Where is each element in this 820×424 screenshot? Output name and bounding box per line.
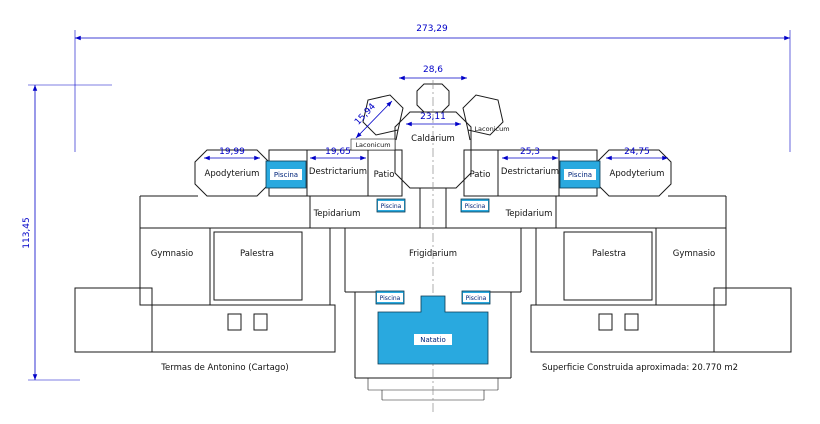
pool-label-piscina-mid-right: Piscina <box>465 203 486 210</box>
dim-label-destrictarium-left: 19,65 <box>325 147 351 157</box>
area-note: Superficie Construida aproximada: 20.770… <box>542 363 738 373</box>
dim-label-caldarium-width: 23,11 <box>420 112 446 122</box>
room-label-destrictarium-left: Destrictarium <box>309 167 367 177</box>
room-label-palestra-left: Palestra <box>240 249 274 259</box>
room-label-palestra-right: Palestra <box>592 249 626 259</box>
pool-label-piscina-lower-right: Piscina <box>466 295 487 302</box>
room-label-caldarium: Caldarium <box>411 134 455 144</box>
pool-label-piscina-upper-left: Piscina <box>274 171 298 179</box>
room-label-patio-right: Patio <box>470 170 491 180</box>
room-label-gymnasio-left: Gymnasio <box>151 249 193 259</box>
room-label-destrictarium-right: Destrictarium <box>501 167 559 177</box>
room-label-frigidarium: Frigidarium <box>409 249 457 259</box>
dim-label-laconicum-diagonal: 15,94 <box>353 102 378 128</box>
dim-label-destrictarium-right: 25,3 <box>520 147 540 157</box>
dimension-top-outer: 28,6 <box>399 65 467 81</box>
room-label-gymnasio-right: Gymnasio <box>673 249 715 259</box>
pool-label-piscina-upper-right: Piscina <box>568 171 592 179</box>
pool-labels: Piscina Piscina Piscina Piscina Piscina … <box>270 169 596 345</box>
room-label-laconicum-left: Laconicum <box>355 141 390 149</box>
dimension-destrictarium-right: 25,3 <box>502 147 558 161</box>
dim-label-apodyterium-left: 19,99 <box>219 147 245 157</box>
room-label-laconicum-right: Laconicum <box>474 125 509 133</box>
dimension-caldarium-width: 23,11 <box>406 112 461 127</box>
walls-left-half <box>74 94 433 401</box>
pool-label-piscina-mid-left: Piscina <box>381 203 402 210</box>
room-label-tepidarium-left: Tepidarium <box>313 209 361 219</box>
dimension-destrictarium-left: 19,65 <box>310 147 366 161</box>
dimension-overall-width: 273,29 <box>74 24 791 152</box>
dim-label-overall-height: 113,45 <box>22 217 32 249</box>
room-label-apodyterium-right: Apodyterium <box>610 169 665 179</box>
dim-label-top-outer: 28,6 <box>423 65 443 75</box>
dim-label-overall-width: 273,29 <box>416 24 448 34</box>
dim-label-apodyterium-right: 24,75 <box>624 147 650 157</box>
room-labels: Apodyterium Destrictarium Patio Caldariu… <box>151 125 715 259</box>
laconicum-left-label-box <box>350 138 396 151</box>
drawing-title: Termas de Antonino (Cartago) <box>160 363 288 373</box>
dimension-apodyterium-right: 24,75 <box>606 147 668 161</box>
pool-label-piscina-lower-left: Piscina <box>380 295 401 302</box>
pool-natatio <box>377 295 489 365</box>
room-label-tepidarium-right: Tepidarium <box>505 209 553 219</box>
pool-label-natatio: Natatio <box>420 336 446 344</box>
dimension-apodyterium-left: 19,99 <box>204 147 260 161</box>
dimension-overall-height: 113,45 <box>22 84 112 381</box>
room-label-patio-left: Patio <box>374 170 395 180</box>
room-label-apodyterium-left: Apodyterium <box>205 169 260 179</box>
